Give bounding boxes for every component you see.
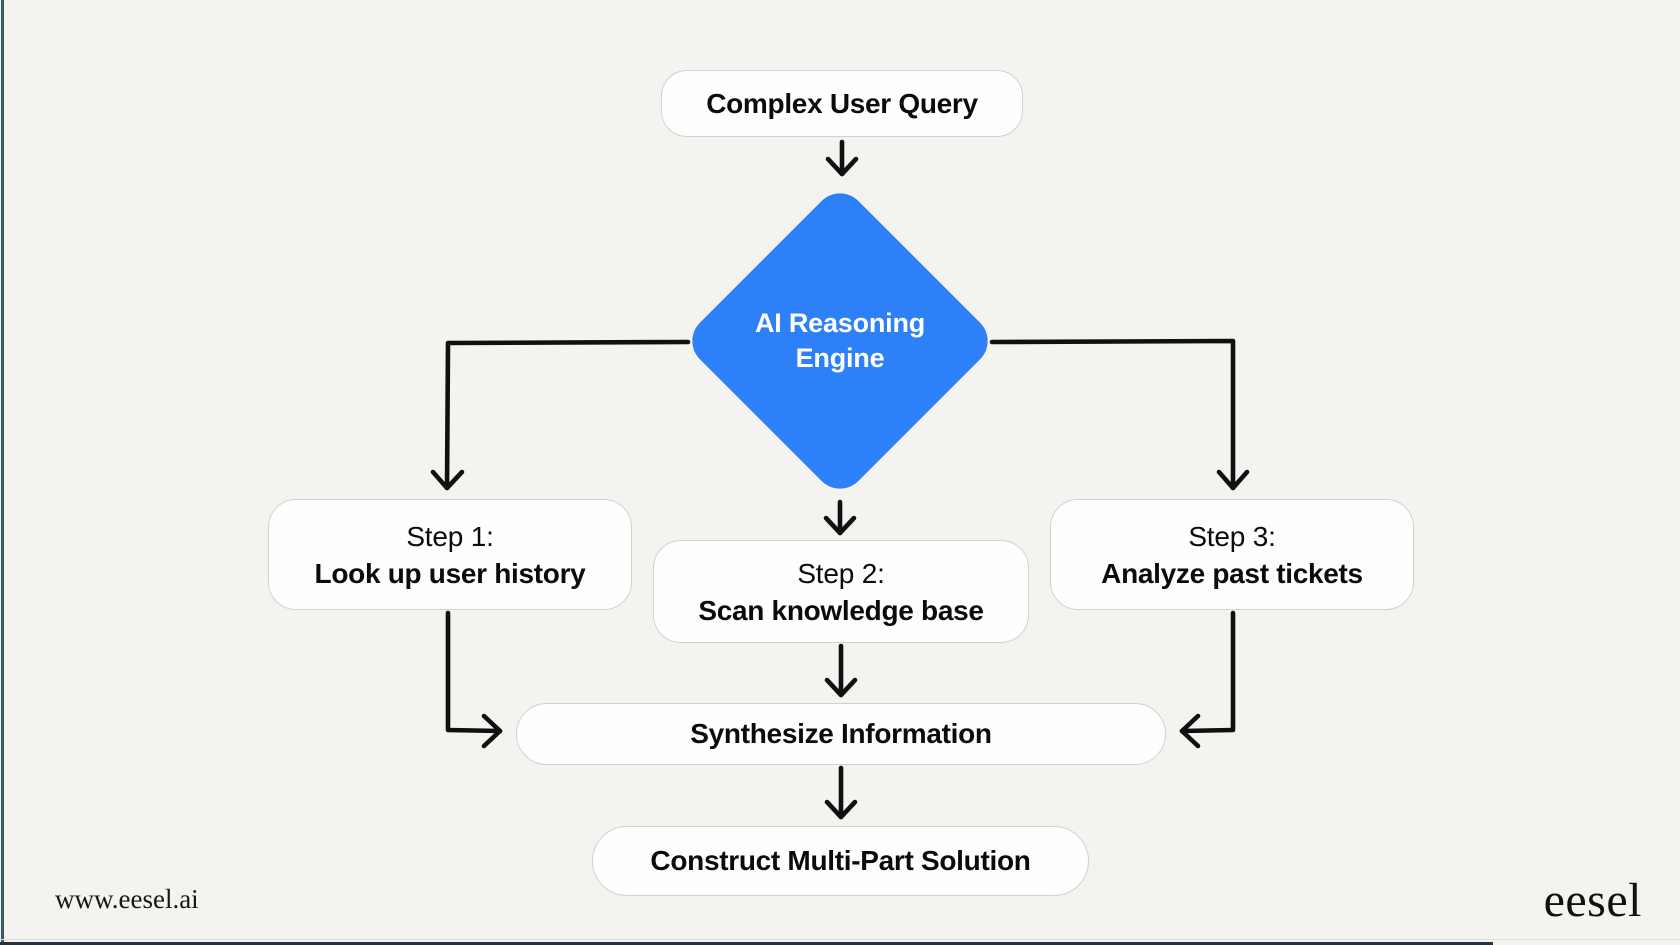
node-complex-user-query: Complex User Query xyxy=(661,70,1023,137)
node-label: Construct Multi-Part Solution xyxy=(650,845,1031,876)
arrowhead-down-icon xyxy=(824,677,858,698)
arrow-engine-to-step3 xyxy=(989,338,1236,491)
decision-label: AI Reasoning Engine xyxy=(728,229,952,453)
brand-logo: eesel xyxy=(1543,874,1642,927)
arrowhead-down-icon xyxy=(824,799,858,820)
step-prefix: Step 3: xyxy=(1188,520,1276,552)
step-label: Look up user history xyxy=(314,557,586,589)
left-border-line xyxy=(1,0,4,945)
bottom-divider-line xyxy=(0,939,1680,940)
node-synthesize-information: Synthesize Information xyxy=(516,703,1166,765)
step-label: Analyze past tickets xyxy=(1101,557,1363,589)
node-construct-multi-part-solution: Construct Multi-Part Solution xyxy=(592,826,1089,896)
decision-label-line2: Engine xyxy=(795,343,885,373)
arrowhead-down-icon xyxy=(823,515,857,536)
step-prefix: Step 2: xyxy=(797,557,885,589)
arrow-engine-to-step1 xyxy=(444,339,691,491)
node-step-1: Step 1: Look up user history xyxy=(268,499,632,610)
node-label: Synthesize Information xyxy=(690,718,992,749)
decision-label-line1: AI Reasoning xyxy=(754,308,926,338)
arrow-step1-to-synthesize xyxy=(445,610,503,734)
arrowhead-down-icon xyxy=(430,469,465,491)
node-step-2: Step 2: Scan knowledge base xyxy=(653,540,1029,643)
arrow-step3-to-synthesize xyxy=(1179,610,1236,734)
step-prefix: Step 1: xyxy=(406,520,494,552)
step-label: Scan knowledge base xyxy=(698,594,984,626)
website-url: www.eesel.ai xyxy=(55,884,199,914)
node-ai-reasoning-engine: AI Reasoning Engine xyxy=(681,182,999,500)
arrowhead-right-icon xyxy=(481,713,503,749)
node-label: Complex User Query xyxy=(706,87,978,119)
arrowhead-down-icon xyxy=(825,156,859,177)
bottom-border-line xyxy=(0,942,1493,945)
arrowhead-left-icon xyxy=(1179,713,1201,749)
arrowhead-down-icon xyxy=(1216,469,1250,491)
node-step-3: Step 3: Analyze past tickets xyxy=(1050,499,1414,610)
